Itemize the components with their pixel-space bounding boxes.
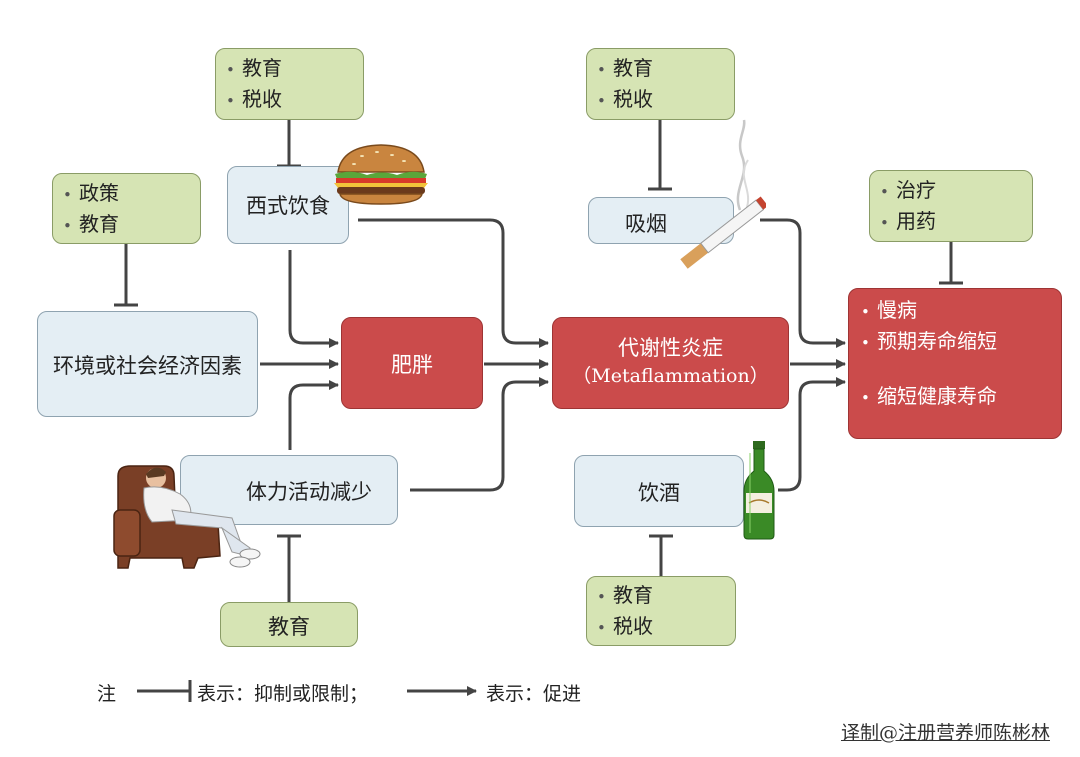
factor-box-activity: 体力活动减少 — [180, 455, 398, 525]
hamburger-icon — [334, 144, 428, 205]
control-item: 税收 — [226, 85, 282, 116]
control-item: 教育 — [597, 581, 653, 612]
legend-promote-text: 表示：促进 — [486, 683, 582, 705]
control-item: 用药 — [880, 207, 936, 238]
inhibit-treatment-connector — [939, 242, 963, 285]
factor-label: 环境或社会经济因素 — [53, 354, 242, 378]
control-box-alcohol: 教育 税收 — [586, 576, 736, 646]
credit-text: 译制@注册营养师陈彬林 — [840, 722, 1050, 744]
arrow-activity-obesity — [288, 380, 339, 450]
control-item: 治疗 — [880, 176, 936, 207]
control-item: 教育 — [268, 615, 310, 639]
control-item: 教育 — [597, 54, 653, 85]
factor-label: 吸烟 — [625, 212, 667, 236]
metaflammation-title: 代谢性炎症 — [618, 336, 723, 360]
control-box-smoking: 教育 税收 — [586, 48, 735, 120]
outcome-label: 肥胖 — [391, 353, 433, 377]
control-item: 教育 — [226, 54, 282, 85]
control-box-activity: 教育 — [220, 602, 358, 647]
outcome-box-obesity: 肥胖 — [341, 317, 483, 409]
control-item: 教育 — [63, 210, 119, 241]
factor-box-environment: 环境或社会经济因素 — [37, 311, 258, 417]
inhibit-activity-connector — [277, 534, 301, 602]
legend-inhibit-text: 表示：抑制或限制； — [197, 683, 369, 705]
beer-bottle-icon — [743, 441, 775, 540]
control-box-environment: 政策 教育 — [52, 173, 201, 244]
outcome-box-metaflammation: 代谢性炎症 （Metaflammation） — [552, 317, 789, 409]
outcome-box-disease: 慢病 预期寿命缩短 缩短健康寿命 — [848, 288, 1062, 439]
arrow-diet-obesity — [288, 250, 339, 348]
cigarette-icon — [680, 119, 766, 269]
control-item: 税收 — [597, 85, 653, 116]
control-box-treatment: 治疗 用药 — [869, 170, 1033, 242]
disease-item: 预期寿命缩短 — [861, 327, 997, 358]
disease-item: 慢病 — [861, 296, 997, 327]
legend-inhibit-symbol — [137, 680, 192, 702]
disease-item: 缩短健康寿命 — [861, 382, 997, 413]
arrow-alcohol-disease — [778, 377, 846, 492]
factor-label: 西式饮食 — [246, 194, 330, 218]
arrow-diet-metaflammation — [358, 218, 549, 348]
inhibit-diet-connector — [277, 120, 301, 168]
arrow-activity-metaflammation — [410, 377, 549, 492]
factor-label: 饮酒 — [638, 481, 680, 505]
inhibit-alcohol-connector — [649, 534, 673, 576]
factor-box-diet: 西式饮食 — [227, 166, 349, 244]
arrow-smoking-disease — [760, 218, 846, 348]
armchair-person-icon — [113, 465, 261, 569]
control-box-diet: 教育 税收 — [215, 48, 364, 120]
legend-prefix: 注 — [97, 683, 117, 705]
control-item: 政策 — [63, 179, 119, 210]
factor-box-alcohol: 饮酒 — [574, 455, 744, 527]
metaflammation-subtitle: （Metaflammation） — [572, 365, 769, 387]
factor-label: 体力活动减少 — [246, 480, 372, 504]
inhibit-environment-connector — [114, 244, 138, 307]
control-item: 税收 — [597, 612, 653, 643]
inhibit-smoking-connector — [648, 120, 672, 191]
